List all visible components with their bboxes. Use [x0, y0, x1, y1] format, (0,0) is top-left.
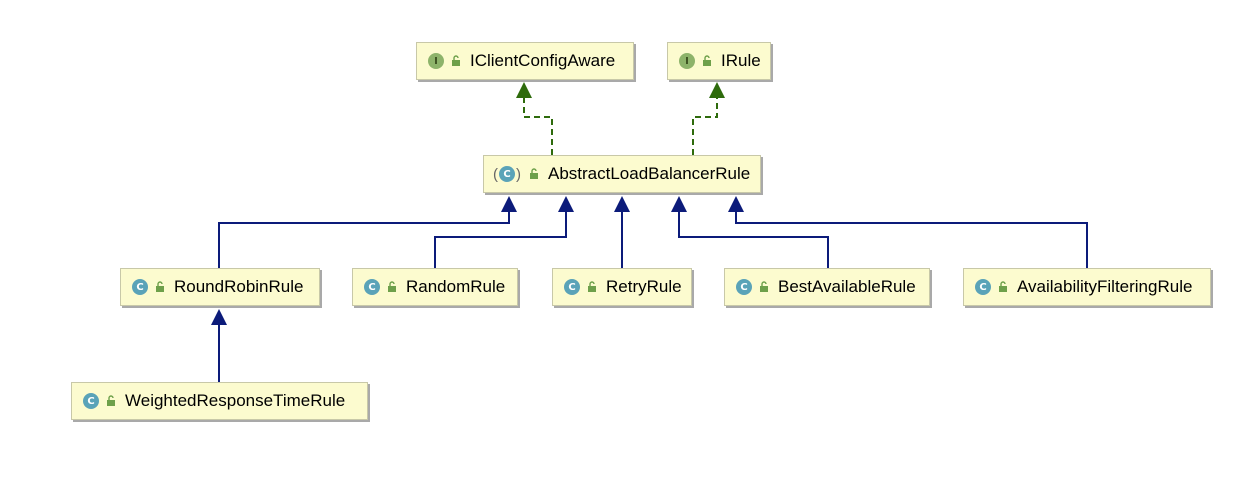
class-icon: C: [564, 279, 580, 295]
lock-icon: [156, 281, 164, 292]
class-icon: C: [736, 279, 752, 295]
lock-icon: [107, 395, 115, 406]
class-icon: C: [83, 393, 99, 409]
class-label: RoundRobinRule: [174, 277, 304, 296]
extends-arrowhead-5: [728, 196, 744, 212]
class-label: IRule: [721, 51, 761, 70]
class-node-availabilityfilteringrule[interactable]: C AvailabilityFilteringRule: [963, 268, 1211, 306]
class-node-retryrule[interactable]: C RetryRule: [552, 268, 692, 306]
class-label: RetryRule: [606, 277, 682, 296]
class-label: AvailabilityFilteringRule: [1017, 277, 1193, 296]
class-node-abstractloadbalancerrule[interactable]: (C) AbstractLoadBalancerRule: [483, 155, 761, 193]
extends-edge-availabilityfilteringrule: [735, 212, 1088, 268]
interface-icon: I: [428, 53, 444, 69]
class-label: BestAvailableRule: [778, 277, 916, 296]
class-node-roundrobinrule[interactable]: C RoundRobinRule: [120, 268, 320, 306]
lock-icon: [452, 55, 460, 66]
interface-icon: I: [679, 53, 695, 69]
class-label: AbstractLoadBalancerRule: [548, 164, 751, 183]
lock-icon: [703, 55, 711, 66]
extends-arrowhead-2: [558, 196, 574, 212]
lock-icon: [388, 281, 396, 292]
class-node-bestavailablerule[interactable]: C BestAvailableRule: [724, 268, 930, 306]
lock-icon: [530, 168, 538, 179]
class-icon: C: [975, 279, 991, 295]
implements-arrowhead-iclientconfigaware: [516, 82, 532, 98]
implements-arrowhead-irule: [709, 82, 725, 98]
class-label: WeightedResponseTimeRule: [125, 391, 346, 410]
class-node-weightedresponsetimerule[interactable]: C WeightedResponseTimeRule: [71, 382, 368, 420]
extends-arrowhead-1: [501, 196, 517, 212]
lock-icon: [760, 281, 768, 292]
extends-arrowhead-3: [614, 196, 630, 212]
class-icon: C: [132, 279, 148, 295]
class-node-irule[interactable]: I IRule: [667, 42, 771, 80]
class-label: RandomRule: [406, 277, 506, 296]
class-node-iclientconfigaware[interactable]: I IClientConfigAware: [416, 42, 634, 80]
lock-icon: [588, 281, 596, 292]
extends-edge-roundrobinrule: [218, 212, 510, 268]
class-node-randomrule[interactable]: C RandomRule: [352, 268, 518, 306]
abstract-class-icon: (C): [493, 165, 521, 183]
extends-edge-bestavailablerule: [678, 212, 829, 268]
extends-arrowhead-4: [671, 196, 687, 212]
extends-edge-randomrule: [434, 212, 567, 268]
implements-edge-irule: [692, 98, 718, 155]
class-label: IClientConfigAware: [470, 51, 616, 70]
lock-icon: [999, 281, 1007, 292]
extends-arrowhead-6: [211, 309, 227, 325]
implements-edge-iclientconfigaware: [523, 98, 553, 155]
class-icon: C: [364, 279, 380, 295]
